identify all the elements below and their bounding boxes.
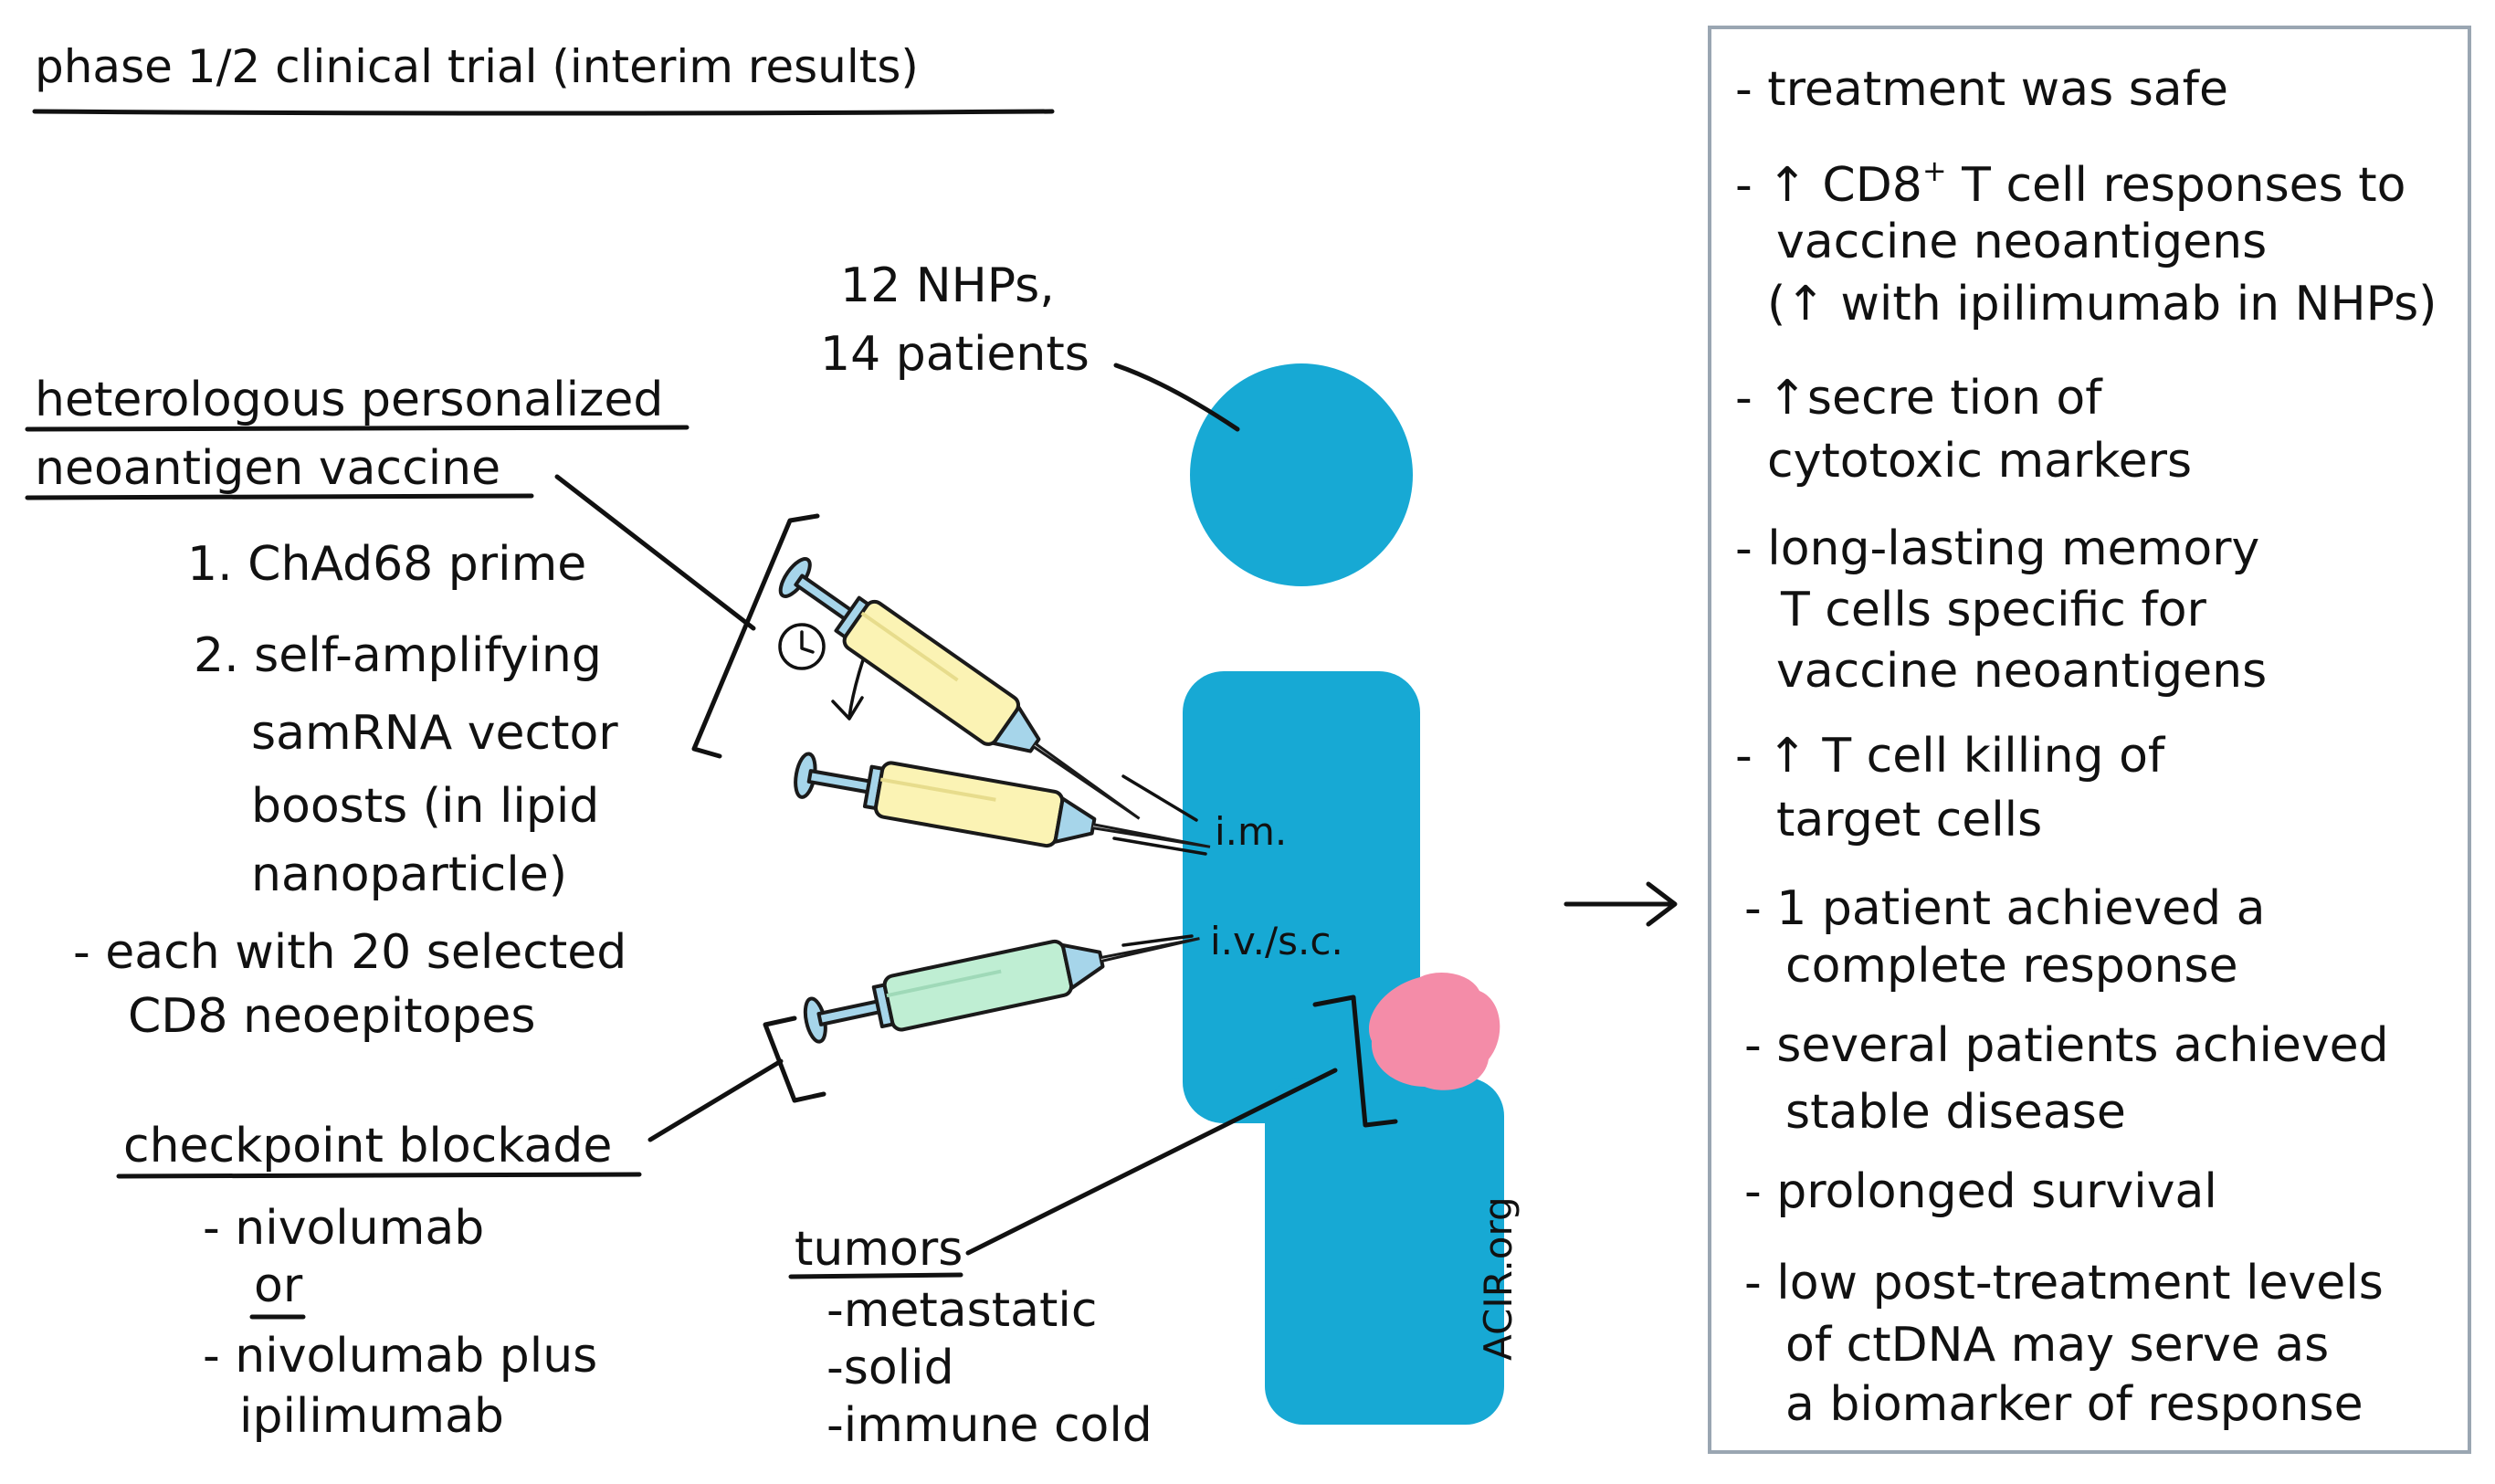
im-needle-line-1 — [1121, 774, 1198, 822]
result-5-line1: - ↑ T cell killing of — [1735, 729, 2166, 784]
vaccine-step2-line2: samRNA vector — [251, 706, 618, 761]
result-4-line1: - long-lasting memory — [1735, 521, 2259, 576]
tumor-icon — [1368, 973, 1500, 1090]
result-6-line2: complete response — [1785, 939, 2238, 994]
vaccine-underline-2 — [25, 493, 534, 500]
patient-figure — [1183, 363, 1504, 1425]
tumors-item-3: -immune cold — [826, 1398, 1153, 1453]
vaccine-step2-line1: 2. self-amplifying — [194, 628, 602, 683]
title-underline — [32, 109, 1055, 116]
results-arrow-head — [1646, 881, 1678, 927]
route-iv-label: i.v./s.c. — [1210, 919, 1343, 963]
im-needle-line-2 — [1112, 837, 1207, 856]
result-7-line1: - several patients achieved — [1744, 1018, 2389, 1073]
vaccine-leader-line — [554, 474, 756, 631]
route-im-label: i.m. — [1215, 809, 1287, 854]
page-title: phase 1/2 clinical trial (interim result… — [35, 40, 919, 93]
checkpoint-option2-line2: ipilimumab — [239, 1389, 504, 1444]
checkpoint-option2-line1: - nivolumab plus — [203, 1329, 597, 1384]
results-box — [1708, 26, 2471, 1454]
vaccine-heading-line1: heterologous personalized — [35, 373, 663, 427]
result-4-line3: vaccine neoantigens — [1776, 644, 2267, 699]
figure-head — [1190, 363, 1413, 586]
vaccine-step1: 1. ChAd68 prime — [187, 537, 586, 592]
vaccine-step2-line4: nanoparticle) — [251, 847, 567, 902]
checkpoint-heading: checkpoint blockade — [123, 1119, 612, 1174]
tumors-leader-line — [965, 1068, 1338, 1256]
result-6-line1: - 1 patient achieved a — [1744, 881, 2266, 936]
figure-torso — [1183, 671, 1420, 1123]
clock-icon — [778, 623, 826, 670]
figure-legs — [1265, 1078, 1504, 1425]
result-2-line2: vaccine neoantigens — [1776, 215, 2267, 269]
tumors-item-2: -solid — [826, 1341, 954, 1395]
result-5-line2: target cells — [1776, 793, 2042, 847]
result-8: - prolonged survival — [1744, 1164, 2217, 1219]
result-1: - treatment was safe — [1735, 62, 2228, 117]
result-3-line2: cytotoxic markers — [1767, 434, 2192, 489]
checkpoint-option1: - nivolumab — [203, 1201, 484, 1256]
tumors-item-1: -metastatic — [826, 1283, 1097, 1338]
result-9-line1: - low post-treatment levels — [1744, 1256, 2384, 1310]
result-3-line1: - ↑secre tion of — [1735, 371, 2103, 426]
tumors-underline — [788, 1272, 963, 1279]
syringe-prime — [778, 557, 1141, 820]
iv-needle-line — [1121, 934, 1194, 947]
subjects-line2: 14 patients — [820, 327, 1090, 382]
tumors-heading: tumors — [795, 1222, 963, 1277]
subjects-line1: 12 NHPs, — [840, 258, 1055, 313]
checkpoint-or: or — [254, 1258, 303, 1313]
tumor-bracket — [1312, 995, 1398, 1128]
result-2-line1: - ↑ CD8+ T cell responses to — [1735, 153, 2406, 213]
vaccine-note-line1: - each with 20 selected — [73, 925, 626, 980]
vaccine-step2-line3: boosts (in lipid — [251, 779, 599, 834]
watermark: ACIR.org — [1476, 1196, 1521, 1361]
syringe-boost — [794, 752, 1211, 848]
checkpoint-underline — [116, 1172, 642, 1179]
checkpoint-leader-line — [647, 1058, 784, 1142]
vaccine-note-line2: CD8 neoepitopes — [128, 989, 535, 1044]
syringe-checkpoint — [803, 937, 1200, 1044]
vaccine-underline-1 — [25, 425, 690, 432]
result-2-superscript: + — [1922, 153, 1947, 188]
result-4-line2: T cells specific for — [1780, 583, 2207, 637]
result-9-line3: a biomarker of response — [1785, 1377, 2363, 1432]
result-9-line2: of ctDNA may serve as — [1785, 1318, 2329, 1373]
result-2-line3: (↑ with ipilimumab in NHPs) — [1767, 277, 2437, 332]
subjects-leader-line — [1113, 363, 1240, 432]
vaccine-heading-line2: neoantigen vaccine — [35, 441, 500, 496]
result-7-line2: stable disease — [1785, 1085, 2126, 1140]
vaccine-bracket — [691, 513, 820, 759]
